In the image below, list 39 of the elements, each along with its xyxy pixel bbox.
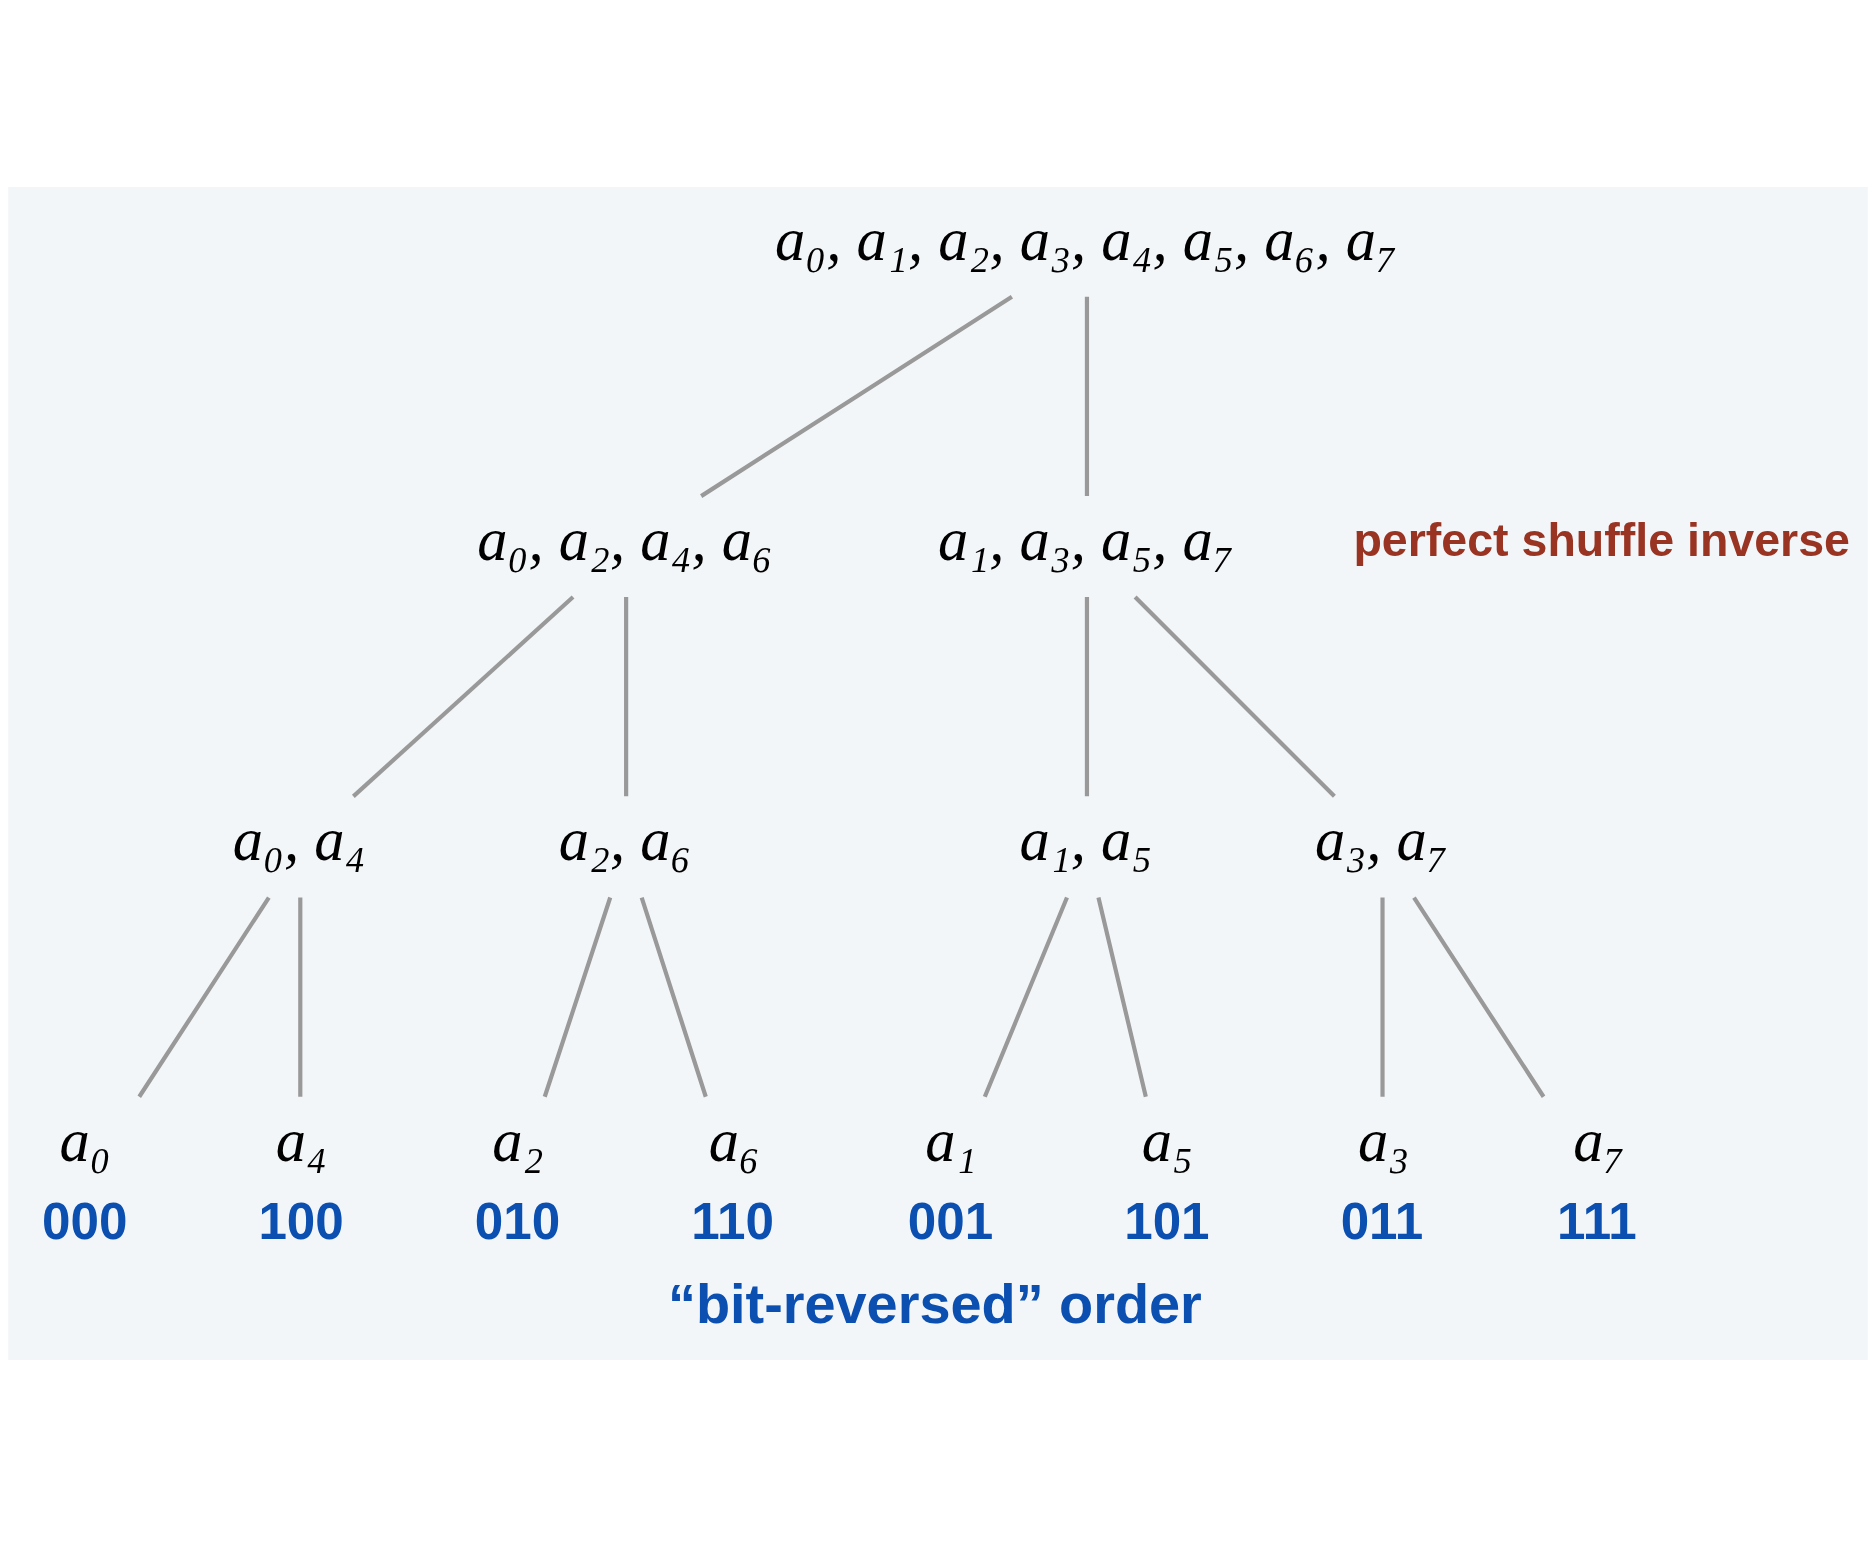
node-text: a₃, a₇	[1315, 806, 1448, 874]
node-label: 001	[907, 1193, 994, 1251]
node-text: a₁, a₅	[1019, 806, 1153, 874]
node-text: a₀	[59, 1106, 111, 1174]
caption: “bit-reversed” order	[668, 1272, 1202, 1336]
connector	[1133, 595, 1336, 798]
node-label: 011	[1340, 1193, 1424, 1251]
node-text: a₅	[1141, 1106, 1193, 1174]
node-text: a₁	[925, 1106, 977, 1174]
node-label: 111	[1557, 1193, 1637, 1251]
node-text: a₃	[1358, 1106, 1410, 1174]
node-text: a₄	[275, 1106, 328, 1174]
node-text: a₆	[708, 1106, 761, 1174]
connector	[639, 896, 708, 1098]
node-label: 101	[1124, 1193, 1210, 1251]
connector	[1096, 897, 1148, 1098]
connector	[982, 896, 1069, 1098]
label: perfect shuffle inverse	[1353, 513, 1850, 566]
node-text: a₂, a₆	[558, 806, 692, 874]
connector	[351, 595, 575, 798]
node-label: 100	[258, 1193, 344, 1251]
node-label: 010	[474, 1193, 561, 1251]
node-text: a₂	[492, 1106, 544, 1174]
connector	[298, 897, 303, 1097]
connector	[137, 896, 271, 1098]
node-text: a₀, a₂, a₄, a₆	[477, 506, 774, 574]
node-label: 000	[41, 1193, 128, 1251]
connector	[1084, 296, 1090, 497]
connector	[700, 295, 1014, 498]
connector	[1412, 896, 1546, 1098]
node-text: a₀, a₁, a₂, a₃, a₄, a₅, a₆, a₇	[775, 205, 1398, 273]
connector	[1380, 897, 1385, 1097]
node-text: a₀, a₄	[232, 806, 366, 874]
node-text: a₇	[1573, 1106, 1625, 1174]
connector	[542, 896, 613, 1098]
connector	[624, 597, 629, 797]
node-text: a₁, a₃, a₅, a₇	[938, 506, 1234, 574]
connector	[1084, 597, 1090, 797]
node-label: 110	[691, 1193, 774, 1251]
